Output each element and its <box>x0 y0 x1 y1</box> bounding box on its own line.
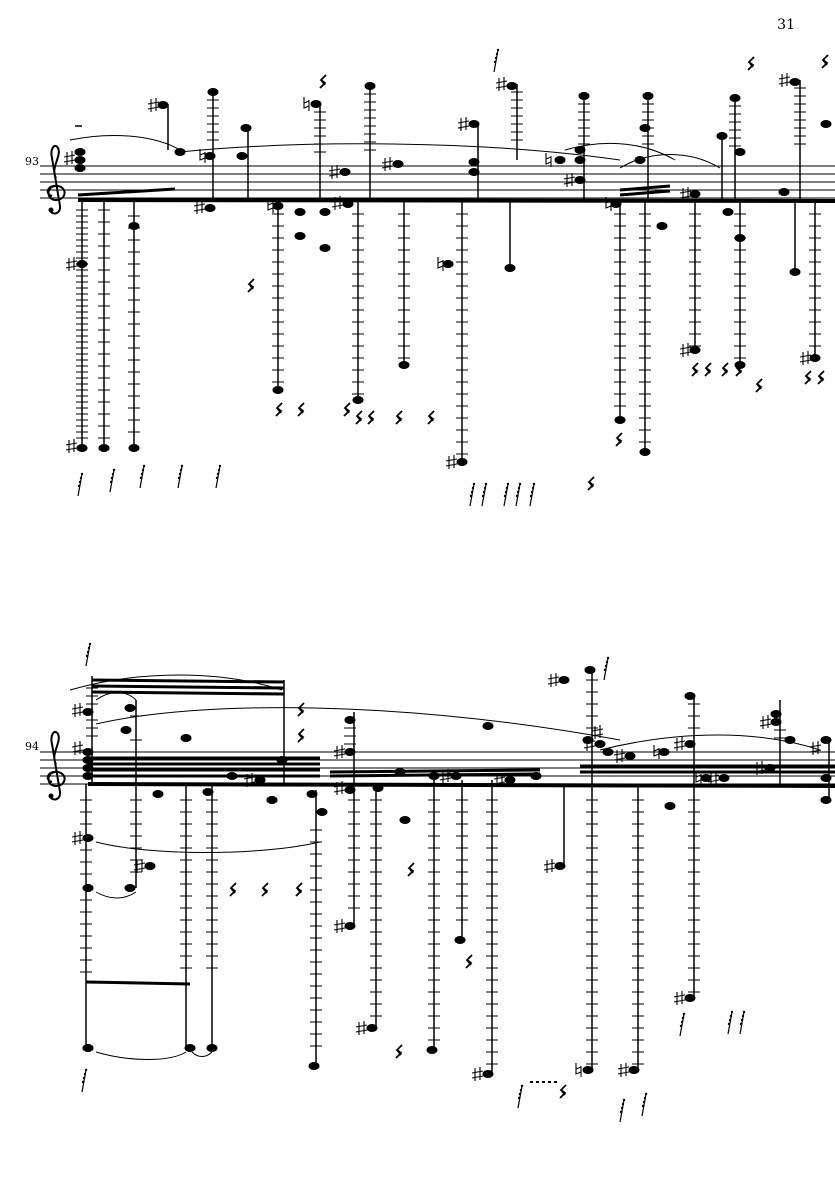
system-94-grace <box>81 642 746 1123</box>
rest-icon <box>407 862 415 877</box>
rest-icon <box>247 278 255 293</box>
rest-icon <box>747 56 755 71</box>
rest-icon <box>427 410 435 425</box>
system-93-grace <box>77 48 536 507</box>
rest-icon <box>355 410 363 425</box>
rest-icon <box>465 954 473 969</box>
page-number: 31 <box>777 17 795 33</box>
system-94-notes <box>69 666 835 1083</box>
system-93-rests <box>247 54 829 491</box>
system-93-staff <box>40 165 835 199</box>
rest-icon <box>261 882 269 897</box>
treble-clef-icon <box>46 144 66 215</box>
rest-icon <box>295 882 303 897</box>
measure-number-94: 94 <box>25 740 39 753</box>
rest-icon <box>704 362 712 377</box>
rest-icon <box>395 1044 403 1059</box>
rest-icon <box>367 410 375 425</box>
system-93-notes <box>63 72 835 470</box>
rest-icon <box>615 432 623 447</box>
rest-icon <box>297 702 305 717</box>
rest-icon <box>587 476 595 491</box>
rest-icon <box>275 402 283 417</box>
rest-icon <box>319 74 327 89</box>
rest-icon <box>821 54 829 69</box>
rest-icon <box>804 370 812 385</box>
rest-icon <box>755 378 763 393</box>
rest-icon <box>297 402 305 417</box>
rest-icon <box>229 882 237 897</box>
rest-icon <box>343 402 351 417</box>
rest-icon <box>559 1084 567 1099</box>
rest-icon <box>395 410 403 425</box>
rest-icon <box>817 370 825 385</box>
rest-icon <box>691 362 699 377</box>
measure-number-93: 93 <box>25 155 39 168</box>
rest-icon <box>721 362 729 377</box>
rest-icon <box>297 728 305 743</box>
treble-clef-icon <box>46 730 66 801</box>
